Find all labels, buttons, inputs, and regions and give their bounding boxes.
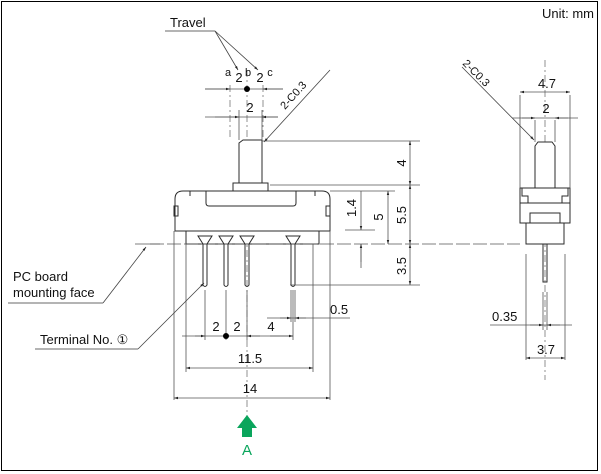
top-to-body-value: 1.4 (344, 199, 359, 217)
housing-inner-value: 11.5 (238, 351, 262, 366)
body-tab-right (325, 205, 331, 217)
travel-right-value: 2 (256, 70, 263, 85)
pcb-leader (102, 246, 147, 304)
switch-body (174, 190, 331, 232)
housing-outer-value: 14 (243, 381, 257, 396)
terminal-leader (137, 282, 205, 350)
terminal-length-value: 3.5 (394, 257, 409, 275)
side-width-value: 4.7 (538, 76, 556, 91)
terminal-callout: Terminal No. ① (40, 332, 128, 347)
pitch-2-value: 2 (233, 319, 240, 334)
side-view: 4.7 2 2-C0.3 0.35 3.7 (460, 58, 578, 380)
pos-b-label: b (245, 67, 251, 79)
travel-callout: Travel (170, 15, 206, 30)
base-to-pcb-value: 5.5 (394, 206, 409, 224)
travel-leader-1 (214, 30, 239, 71)
travel-left-value: 2 (235, 70, 242, 85)
view-a-arrow-icon (237, 415, 257, 437)
knob-width-value: 2 (246, 100, 253, 115)
position-b-dot (244, 86, 250, 92)
pos-a-label: a (225, 67, 232, 79)
front-view: a b c 2 2 Travel 2 2-C0.3 4 5.5 5 (8, 15, 520, 459)
pcb-callout-line1: PC board (13, 269, 68, 284)
side-base-width-value: 3.7 (537, 342, 555, 357)
terminal-2 (218, 235, 234, 287)
pitch-1-value: 2 (212, 319, 219, 334)
side-body-notch-l (521, 188, 529, 203)
body-height-value: 5 (371, 213, 386, 220)
knob-height-value: 4 (394, 159, 409, 166)
chamfer-front-leader (263, 69, 331, 143)
pitch-3-value: 4 (267, 319, 274, 334)
side-knob-width-value: 2 (542, 101, 549, 116)
pos-c-label: c (267, 67, 273, 79)
side-base (525, 222, 565, 245)
view-a-label: A (242, 442, 252, 459)
chamfer-side-label: 2-C0.3 (460, 58, 492, 90)
side-knob (534, 141, 556, 189)
terminal-thickness-value: 0.5 (330, 302, 348, 317)
chamfer-front-label: 2-C0.3 (278, 79, 309, 112)
terminal-3 (239, 235, 255, 287)
pitch-origin-dot (223, 333, 229, 339)
chamfer-side-leader (461, 66, 535, 141)
pcb-callout-line2: mounting face (13, 285, 95, 300)
body-tab-left (173, 205, 179, 217)
side-body-notch-r (561, 188, 569, 203)
travel-leader-2 (214, 30, 259, 71)
unit-label: Unit: mm (542, 6, 594, 21)
side-terminal (542, 243, 548, 283)
side-body (519, 187, 571, 224)
knob-base (232, 182, 269, 192)
body-recess (205, 191, 297, 207)
side-terminal-thickness-value: 0.35 (492, 309, 517, 324)
